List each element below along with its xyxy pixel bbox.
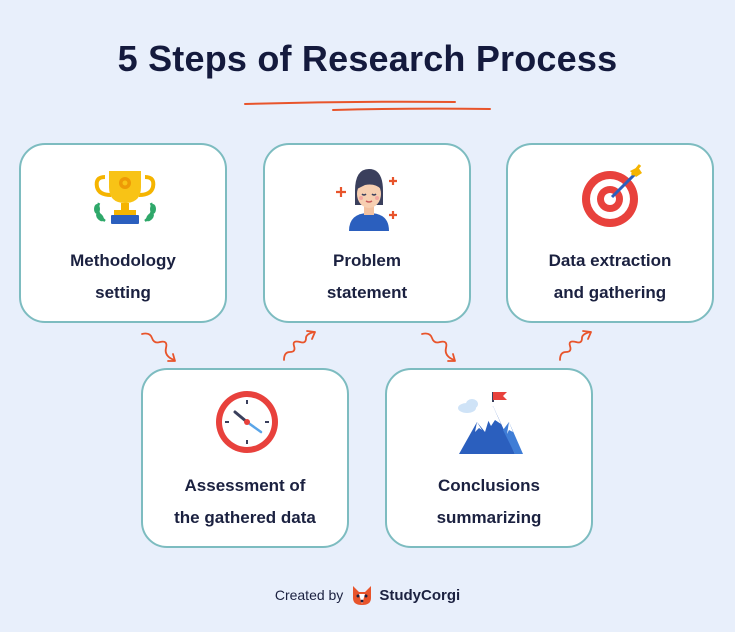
step-label-line1: Problem (332, 251, 402, 270)
step-card-conclusions: Conclusions summarizing (385, 368, 593, 548)
step-label: Methodology setting (31, 245, 215, 309)
step-label-line2: and gathering (553, 283, 667, 302)
step-card-assessment: Assessment of the gathered data (141, 368, 349, 548)
step-label: Assessment of the gathered data (153, 470, 337, 534)
trophy-icon (94, 171, 156, 224)
thinking-person-icon (336, 169, 397, 231)
connector-arrow-up (283, 330, 316, 361)
step-card-methodology: Methodology setting (19, 143, 227, 323)
brand-name: StudyCorgi (379, 586, 461, 604)
connector-arrow-down (421, 332, 456, 362)
step-label: Data extraction and gathering (518, 245, 702, 309)
step-label-line1: Conclusions (437, 476, 540, 495)
step-label-line1: Methodology (70, 251, 176, 270)
step-label-line1: Assessment of (184, 476, 306, 495)
page-title: 5 Steps of Research Process (117, 38, 618, 79)
target-icon (582, 164, 642, 227)
step-label-line2: the gathered data (174, 508, 316, 527)
step-label-line2: statement (326, 283, 408, 302)
step-label: Problem statement (275, 245, 459, 309)
mountain-flag-icon (458, 392, 523, 454)
clock-icon (216, 391, 278, 453)
step-label: Conclusions summarizing (397, 470, 581, 534)
step-label-line2: setting (95, 283, 151, 302)
step-label-line2: summarizing (436, 508, 542, 527)
connector-arrow-up (559, 330, 592, 361)
step-card-data-extraction: Data extraction and gathering (506, 143, 714, 323)
step-label-line1: Data extraction (548, 251, 672, 270)
footer: Created by StudyCorgi (0, 584, 735, 606)
step-card-problem: Problem statement (263, 143, 471, 323)
connector-arrow-down (141, 332, 176, 362)
corgi-logo-icon (353, 586, 372, 605)
created-by-text: Created by (274, 587, 344, 603)
